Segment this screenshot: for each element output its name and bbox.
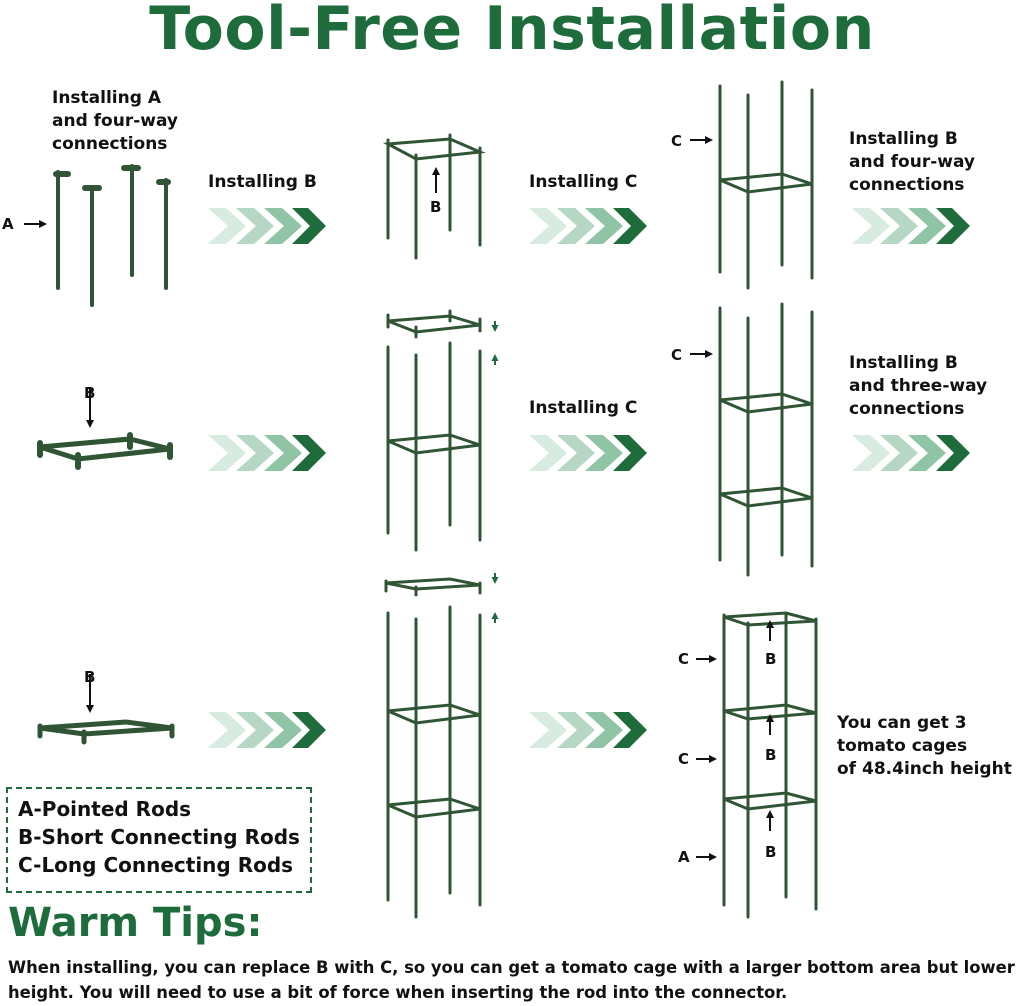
label-c-cage-top: C xyxy=(678,650,690,668)
label-a-cage-bottom: A xyxy=(678,848,690,866)
label-b-row2: B xyxy=(84,384,96,402)
chevron-arrow-icon xyxy=(208,712,326,748)
step-label-install-c-row2: Installing C xyxy=(529,398,638,418)
three-level-stacking-illustration xyxy=(384,573,499,919)
result-label: You can get 3 tomato cages of 48.4inch h… xyxy=(837,713,1012,779)
step-label-install-b-four-way: Installing B and four-way connections xyxy=(849,129,976,195)
chevron-arrow-icon xyxy=(529,435,647,471)
step-label-install-b-three-way: Installing B and three-way connections xyxy=(849,353,988,419)
warm-tips-text: When installing, you can replace B with … xyxy=(8,958,1015,1002)
chevron-arrow-icon xyxy=(208,208,326,244)
stacking-frame-illustration xyxy=(386,309,499,552)
chevron-arrow-icon xyxy=(529,712,647,748)
label-c-row2: C xyxy=(671,346,683,364)
step-label-install-a: Installing A and four-way connections xyxy=(52,88,179,154)
tall-frame-illustration xyxy=(690,80,814,290)
step-label-install-b-row1: Installing B xyxy=(208,172,317,192)
completed-cage-illustration xyxy=(696,611,818,919)
legend-item-c: C-Long Connecting Rods xyxy=(18,853,294,877)
step-label-install-c-row1: Installing C xyxy=(529,172,638,192)
label-b-cage-middle: B xyxy=(765,746,777,764)
chevron-arrow-icon xyxy=(529,208,647,244)
label-c-row1: C xyxy=(671,132,683,150)
legend-item-a: A-Pointed Rods xyxy=(18,797,192,821)
label-b-cage-bottom: B xyxy=(765,843,777,861)
legend-item-b: B-Short Connecting Rods xyxy=(18,825,300,849)
label-a-row1: A xyxy=(2,215,14,233)
label-c-cage-middle: C xyxy=(678,750,690,768)
page-title: Tool-Free Installation xyxy=(149,0,875,64)
flat-frame-top-illustration xyxy=(37,674,175,745)
chevron-arrow-icon xyxy=(852,208,970,244)
two-level-frame-illustration xyxy=(690,302,814,577)
chevron-arrow-icon xyxy=(208,435,326,471)
parts-legend: A-Pointed Rods B-Short Connecting Rods C… xyxy=(6,787,312,893)
short-frame-illustration xyxy=(382,133,486,260)
pointed-rods-illustration xyxy=(24,164,171,307)
flat-frame-b-illustration xyxy=(37,389,173,470)
warm-tips-title: Warm Tips: xyxy=(8,900,263,946)
label-b-cage-top: B xyxy=(765,650,777,668)
label-b-row3: B xyxy=(84,668,96,686)
chevron-arrow-icon xyxy=(852,435,970,471)
label-b-row1: B xyxy=(430,198,442,216)
